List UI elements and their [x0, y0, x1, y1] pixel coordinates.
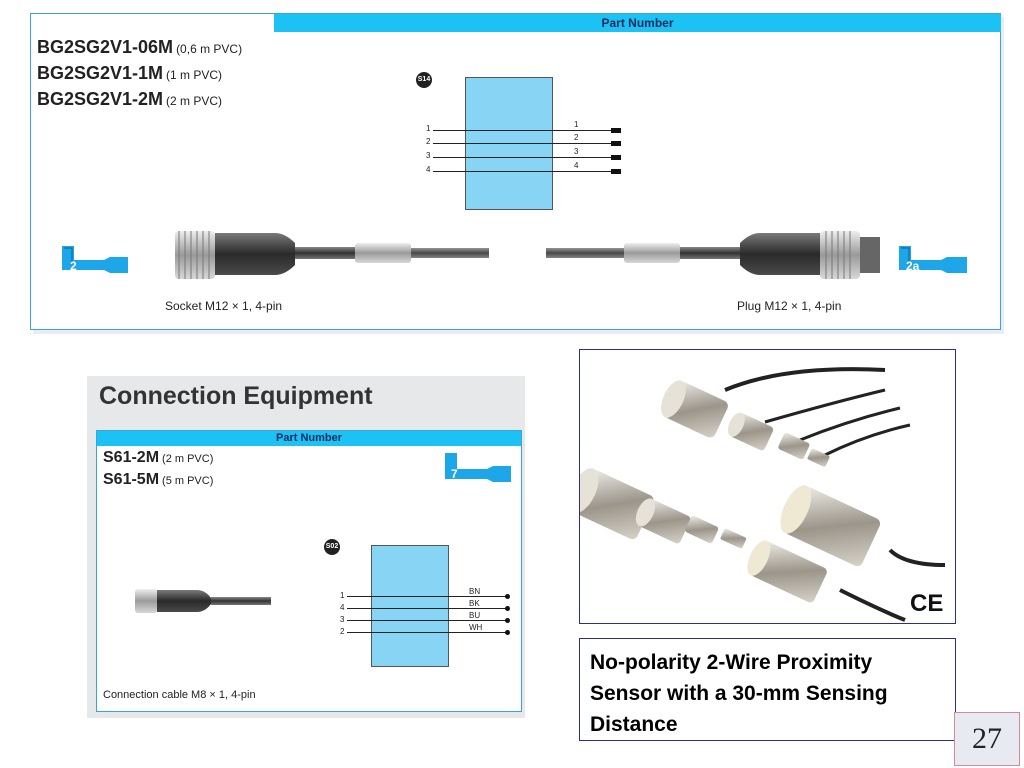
pin-label: 3: [574, 147, 579, 156]
pin-label: 2: [426, 137, 431, 146]
part-number-panel: Part Number BG2SG2V1-06M(0,6 m PVC) BG2S…: [30, 13, 1001, 330]
wire-terminal: [611, 128, 621, 133]
wire: [433, 143, 613, 144]
part-spec: (2 m PVC): [162, 453, 214, 465]
wire-color-label: WH: [469, 623, 483, 632]
product-photo: CE: [579, 349, 956, 624]
plug-type-icon: 2a: [895, 242, 971, 282]
wire-color-label: BK: [469, 599, 480, 608]
pin-label: 3: [340, 615, 345, 624]
part-spec: (5 m PVC): [162, 475, 214, 487]
plug-caption: Plug M12 × 1, 4-pin: [737, 299, 842, 313]
part-row: BG2SG2V1-06M(0,6 m PVC): [37, 37, 242, 58]
wire-terminal: [505, 630, 510, 635]
socket-cable-image: [159, 219, 489, 289]
section-title: Connection Equipment: [99, 382, 373, 410]
ce-mark: CE: [910, 590, 944, 617]
connection-part-table: Part Number S61-2M(2 m PVC) S61-5M(5 m P…: [96, 430, 522, 712]
pin-label: 4: [574, 161, 579, 170]
socket-caption: Socket M12 × 1, 4-pin: [165, 299, 283, 313]
wiring-diagram-box: [371, 545, 449, 667]
m8-cable-image: [131, 581, 271, 621]
part-code: S61-2M: [103, 449, 160, 466]
socket-type-icon: 2: [58, 242, 130, 282]
pin-label: 2: [574, 133, 579, 142]
product-title: No-polarity 2-Wire Proximity Sensor with…: [579, 638, 956, 741]
part-number-header: Part Number: [274, 14, 1001, 32]
diagram-badge: S14: [416, 72, 432, 88]
part-code: BG2SG2V1-2M: [37, 89, 164, 109]
wire: [347, 620, 507, 621]
pin-label: 2: [340, 627, 345, 636]
part-row: S61-5M(5 m PVC): [103, 471, 213, 489]
part-code: S61-5M: [103, 471, 160, 488]
wire: [433, 157, 613, 158]
diagram-badge: S02: [324, 539, 340, 555]
wire-terminal: [505, 606, 510, 611]
product-title-line: Distance: [590, 713, 678, 736]
part-row: BG2SG2V1-2M(2 m PVC): [37, 89, 222, 110]
wire-terminal: [505, 618, 510, 623]
wire: [433, 171, 613, 172]
part-spec: (1 m PVC): [166, 68, 223, 82]
part-spec: (2 m PVC): [166, 94, 223, 108]
wire-color-label: BU: [469, 611, 481, 620]
wire-terminal: [611, 141, 621, 146]
plug-cable-image: [546, 219, 886, 289]
part-row: S61-2M(2 m PVC): [103, 449, 213, 467]
wire-terminal: [505, 594, 510, 599]
pin-label: 3: [426, 151, 431, 160]
part-code: BG2SG2V1-06M: [37, 37, 174, 57]
part-number-header: Part Number: [97, 431, 521, 446]
cable-type-icon: 7: [441, 451, 513, 489]
wire: [347, 596, 507, 597]
pin-label: 4: [426, 165, 431, 174]
product-title-line: No-polarity 2-Wire Proximity: [590, 651, 873, 674]
wire-terminal: [611, 169, 621, 174]
socket-icon-label: 2: [70, 259, 77, 273]
part-row: BG2SG2V1-1M(1 m PVC): [37, 63, 222, 84]
pin-label: 1: [574, 120, 579, 129]
product-title-line: Sensor with a 30-mm Sensing: [590, 682, 888, 705]
plug-icon-label: 2a: [906, 259, 920, 273]
part-code: BG2SG2V1-1M: [37, 63, 164, 83]
pin-label: 1: [426, 124, 431, 133]
wire: [433, 130, 613, 131]
page-number: 27: [954, 712, 1020, 766]
part-spec: (0,6 m PVC): [176, 42, 243, 56]
cable-icon-label: 7: [451, 467, 458, 481]
cable-caption: Connection cable M8 × 1, 4-pin: [103, 689, 256, 701]
wire: [347, 608, 507, 609]
pin-label: 4: [340, 603, 345, 612]
wire-terminal: [611, 155, 621, 160]
wire-color-label: BN: [469, 587, 481, 596]
pin-label: 1: [340, 591, 345, 600]
connection-equipment-panel: Connection Equipment Part Number S61-2M(…: [87, 376, 525, 718]
wire: [347, 632, 507, 633]
